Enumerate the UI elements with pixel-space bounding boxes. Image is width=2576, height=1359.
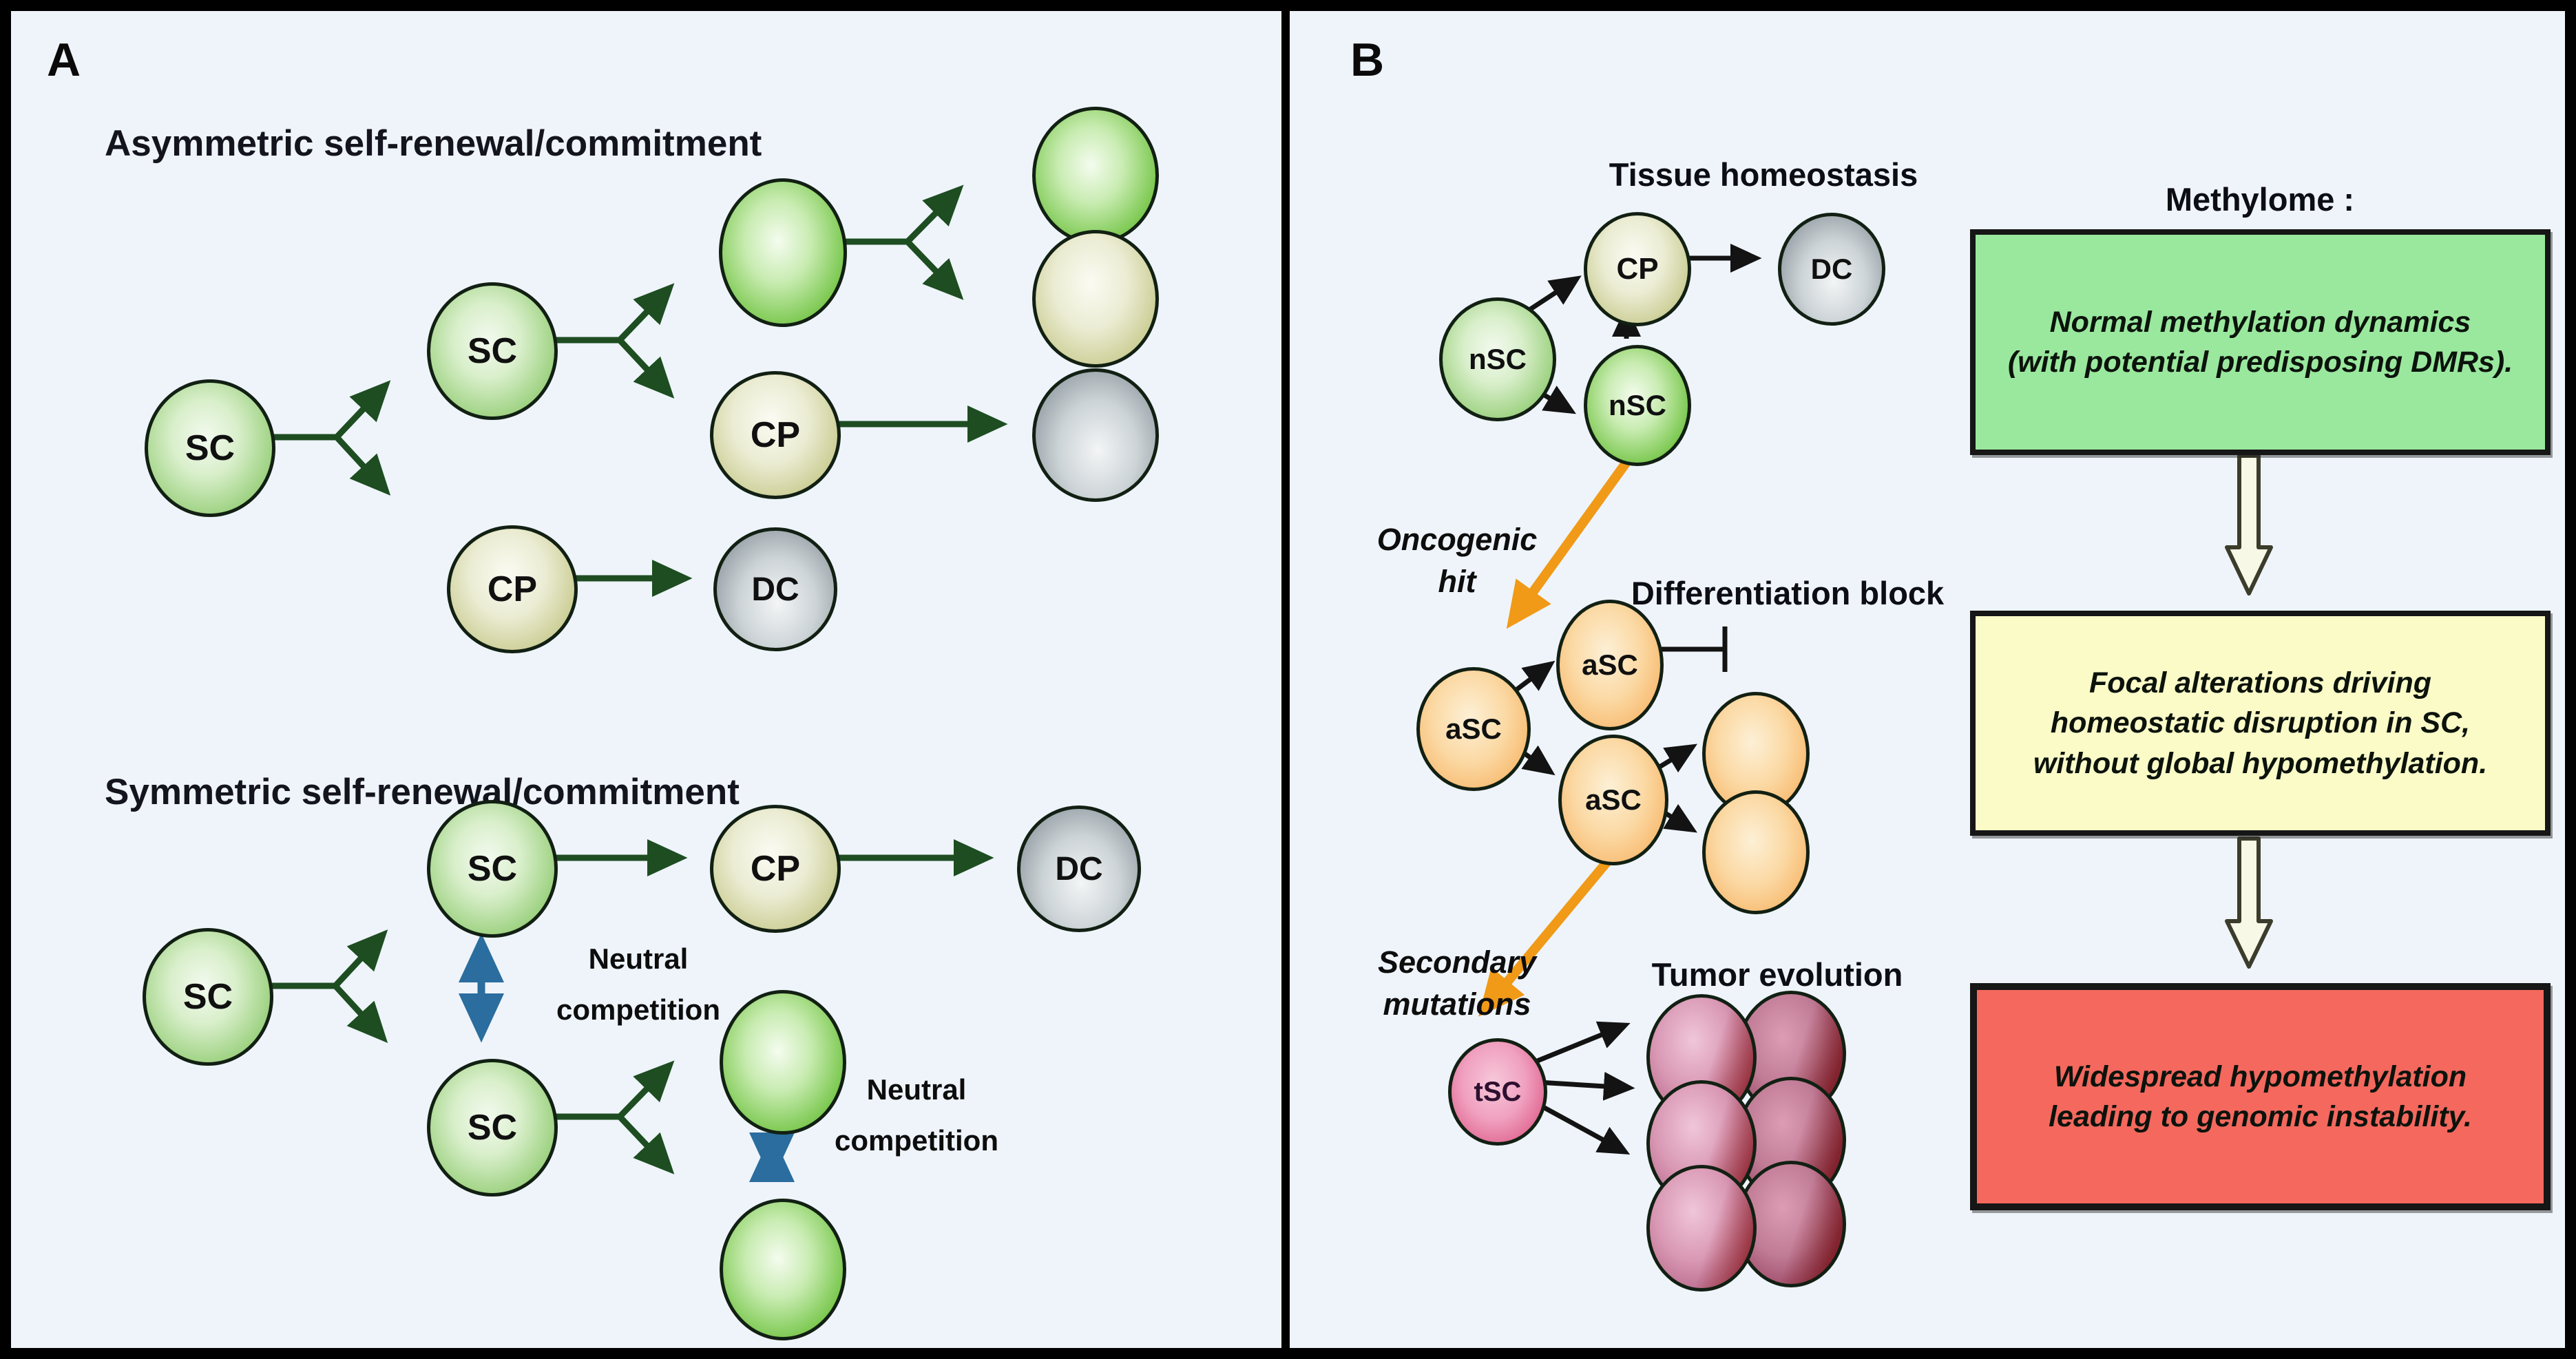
- cell-green-mid: [720, 990, 846, 1135]
- asymmetric-title: Asymmetric self-renewal/commitment: [105, 123, 762, 164]
- panel-divider: [1281, 11, 1290, 1348]
- methylome-box-normal: Normal methylation dynamics (with potent…: [1970, 229, 2551, 455]
- symmetric-arrows: [265, 839, 994, 1174]
- cell-cp-b: CP: [1584, 212, 1691, 326]
- tumor-arrows: [1534, 1021, 1635, 1155]
- cell-label: DC: [1055, 850, 1103, 887]
- cell-sc-bottom: SC: [427, 1059, 558, 1197]
- cell-label: SC: [467, 1108, 518, 1148]
- scbot-branch-down-arrow: [617, 1114, 675, 1174]
- scleft-branch-down-arrow: [333, 983, 388, 1043]
- asc1-to-asc2-arrow: [1514, 660, 1556, 692]
- cell-label: CP: [750, 415, 801, 455]
- cell-cp-2: CP: [447, 525, 578, 653]
- neutral-competition-2: Neutral competition: [835, 1073, 998, 1157]
- oncogenic-hit-label: Oncogenic hit: [1376, 522, 1538, 599]
- cell-label: tSC: [1474, 1076, 1522, 1107]
- cell-nsc-1: nSC: [1439, 297, 1556, 421]
- nsc1-to-cp-arrow: [1526, 275, 1582, 313]
- scleft-branch-up-arrow: [333, 929, 388, 989]
- sc2-branch-down-arrow: [617, 337, 675, 399]
- methylome-box-widespread: Widespread hypomethylation leading to ge…: [1970, 983, 2551, 1210]
- sc3-branch-down-arrow: [905, 239, 964, 300]
- cell-tsc: tSC: [1448, 1038, 1547, 1146]
- cell-label: DC: [1810, 253, 1853, 285]
- cell-asc-2: aSC: [1556, 600, 1664, 730]
- methylome-flow-arrows: [2225, 454, 2273, 969]
- cell-asc-1: aSC: [1416, 667, 1531, 791]
- cell-label: DC: [751, 571, 799, 608]
- asymmetric-arrows: [269, 185, 1008, 597]
- methylome-box-focal: Focal alterations driving homeostatic di…: [1970, 611, 2551, 836]
- scbot-branch-up-arrow: [617, 1060, 675, 1119]
- symmetric-title: Symmetric self-renewal/commitment: [105, 772, 740, 812]
- neutral-competition-arrows: [459, 933, 795, 1182]
- tumor-cell-l3: [1646, 1165, 1757, 1292]
- asc3-to-cell1-arrow: [1658, 744, 1697, 773]
- cell-label: nSC: [1609, 389, 1666, 421]
- cell-cp-1: CP: [710, 371, 841, 499]
- cell-beige-daughter: [1032, 230, 1159, 368]
- hollow-arrow-2: [2225, 836, 2273, 969]
- cell-label: CP: [487, 569, 538, 609]
- tissue-homeostasis-title: Tissue homeostasis: [1609, 156, 1918, 193]
- cell-label: nSC: [1469, 343, 1527, 375]
- secondary-mutations-arrow: [1478, 843, 1624, 1017]
- tumor-cell-r3: [1736, 1161, 1846, 1287]
- cell-label: CP: [750, 849, 801, 889]
- hollow-arrow-1: [2225, 454, 2273, 596]
- cell-dc-b: DC: [1778, 213, 1885, 326]
- cell-cp-row: CP: [710, 805, 841, 933]
- sc3-branch-up-arrow: [905, 185, 964, 244]
- cell-orange-daughter-2: [1702, 790, 1810, 914]
- cell-label: aSC: [1445, 713, 1502, 745]
- cell-label: SC: [467, 849, 518, 889]
- cell-sc-unlabeled: [719, 178, 847, 327]
- cell-sc-root: SC: [145, 379, 275, 517]
- cell-label: SC: [467, 331, 518, 371]
- oncogenic-hit-arrow: [1506, 445, 1640, 629]
- sc2-branch-up-arrow: [617, 283, 675, 343]
- arrow-layer: [265, 185, 2273, 1182]
- tumor-evolution-title: Tumor evolution: [1651, 956, 1903, 993]
- cell-nsc-2: nSC: [1584, 345, 1691, 466]
- cell-label: aSC: [1582, 649, 1638, 681]
- cell-sc-left: SC: [143, 928, 273, 1066]
- tissue-arrows: [1525, 244, 1762, 414]
- cell-sc-row: SC: [427, 800, 558, 938]
- cell-label: CP: [1616, 252, 1659, 286]
- differentiation-block-title: Differentiation block: [1631, 575, 1945, 611]
- cell-label: SC: [185, 428, 235, 468]
- cell-label: SC: [182, 977, 233, 1017]
- cell-dc-1: DC: [713, 527, 837, 651]
- cell-green-bottom: [720, 1199, 846, 1340]
- neutral-competition-1: Neutral competition: [556, 942, 720, 1026]
- cell-asc-3: aSC: [1558, 735, 1668, 865]
- tsc-arrow-mid: [1538, 1071, 1635, 1101]
- cell-dc-row: DC: [1017, 805, 1141, 932]
- methylome-title: Methylome :: [2165, 181, 2355, 218]
- tsc-arrow-up: [1534, 1021, 1631, 1064]
- tsc-arrow-down: [1534, 1100, 1631, 1155]
- oncogenic-arrows: [1478, 445, 1640, 1017]
- panel-a-label: A: [47, 34, 81, 86]
- cell-label: aSC: [1585, 783, 1642, 816]
- secondary-mutations-label: Secondary mutations: [1377, 945, 1537, 1022]
- panel-b-label: B: [1350, 34, 1385, 86]
- cell-green-daughter: [1032, 107, 1159, 244]
- sc1-branch-down-arrow: [334, 434, 391, 496]
- sc1-branch-up-arrow: [334, 380, 391, 440]
- cell-gray-daughter: [1032, 368, 1159, 502]
- cell-sc-2: SC: [427, 282, 558, 420]
